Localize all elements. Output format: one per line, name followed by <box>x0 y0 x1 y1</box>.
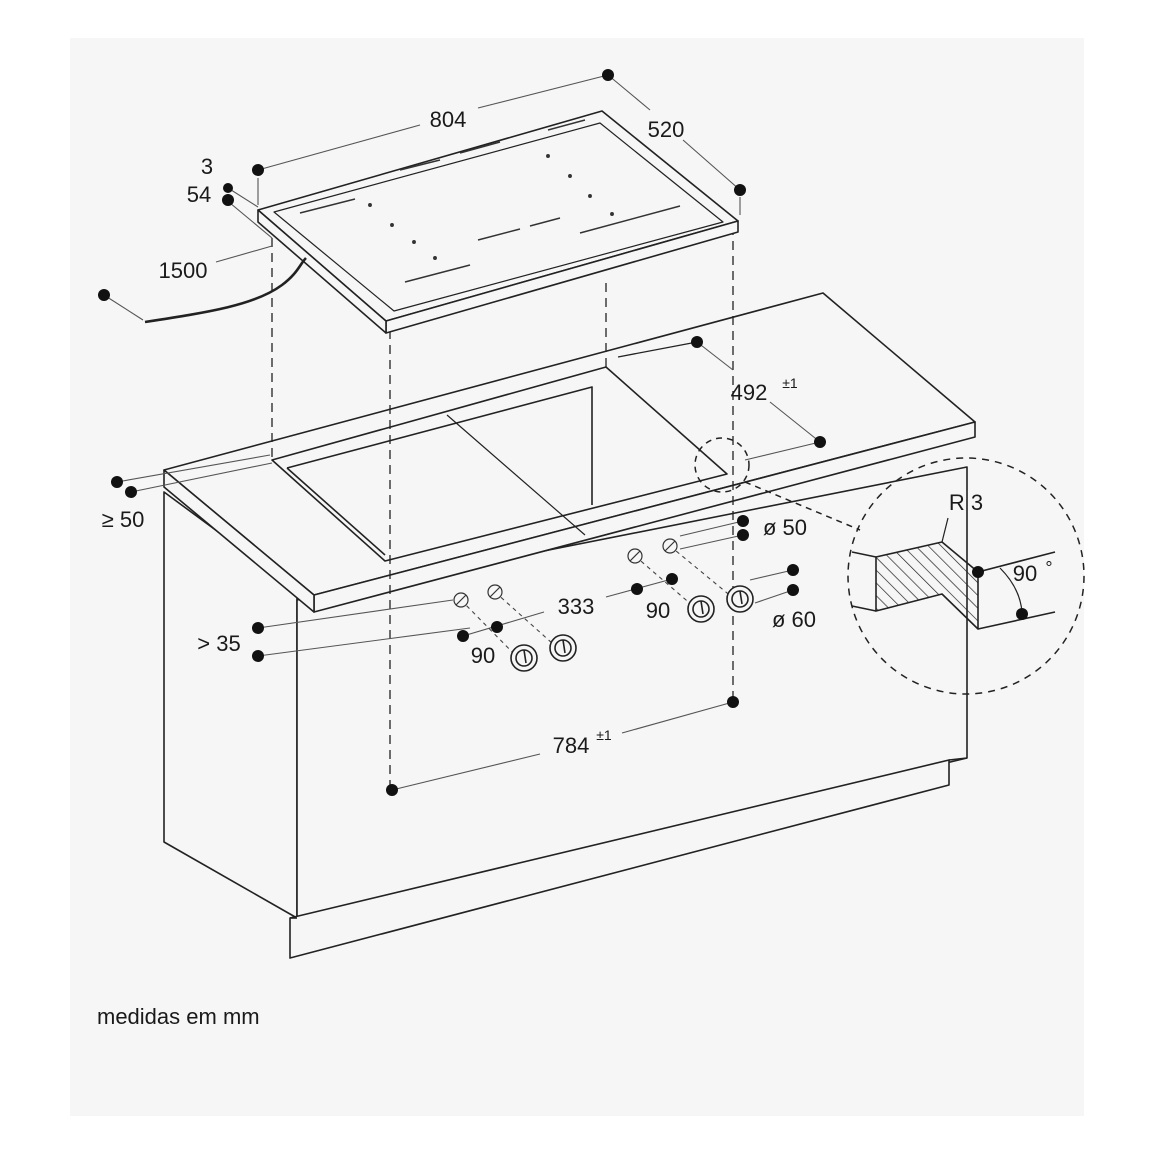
edge-detail-callout <box>694 437 1085 695</box>
cooktop-side-edge <box>257 209 387 334</box>
detail-angle-unit: ° <box>1045 558 1052 578</box>
cutout-depth-label: 492 <box>731 380 768 405</box>
knob-hole-small-label: ø 50 <box>763 515 807 540</box>
dimension-endpoints <box>98 69 826 796</box>
knob-icon <box>549 634 577 662</box>
knob-spacing-left-label: 90 <box>471 643 495 668</box>
knob-icon <box>510 644 538 672</box>
units-caption: medidas em mm <box>97 1004 260 1029</box>
detail-radius-label: R 3 <box>949 490 983 515</box>
hole-icon <box>627 548 643 564</box>
width-label: 804 <box>430 107 467 132</box>
hole-icon <box>453 592 469 608</box>
rear-clearance-label: ≥ 50 <box>102 507 145 532</box>
dimension-lines <box>103 74 821 791</box>
cutout-width-tolerance: ±1 <box>596 727 612 743</box>
knob-spacing-main-label: 333 <box>558 594 595 619</box>
detail-angle-label: 90 <box>1013 561 1037 586</box>
worktop-cutout <box>271 366 728 562</box>
cabinet <box>163 466 968 959</box>
cabinet-plinth <box>289 759 950 959</box>
cutout-width-label: 784 <box>553 733 590 758</box>
knob-holes <box>453 538 678 608</box>
knob-icon <box>726 585 754 613</box>
top-offset-label: 3 <box>201 154 213 179</box>
dimension-labels: 804 520 3 54 1500 492 ±1 ≥ 50 784 ±1 333… <box>102 107 1053 758</box>
cable-length-label: 1500 <box>159 258 208 283</box>
cooktop-zone-markings <box>299 119 681 283</box>
edge-detail-profile <box>851 517 1056 630</box>
countertop-side-edge <box>163 469 315 613</box>
knob-spacing-right-label: 90 <box>646 598 670 623</box>
cooktop <box>257 110 739 334</box>
hole-icon <box>662 538 678 554</box>
power-cable <box>144 257 307 324</box>
depth-label: 520 <box>648 117 685 142</box>
height-label: 54 <box>187 182 211 207</box>
detail-zoom-circle <box>847 457 1085 695</box>
knob-top-clearance-label: > 35 <box>197 631 240 656</box>
detail-source-circle <box>694 437 750 493</box>
hole-icon <box>487 584 503 600</box>
knob-icon <box>687 595 715 623</box>
cutout-depth-tolerance: ±1 <box>782 375 798 391</box>
cutout-depth-value: 492 <box>731 380 768 405</box>
control-knobs <box>510 585 754 672</box>
projection-lines <box>271 226 734 790</box>
knob-hole-large-label: ø 60 <box>772 607 816 632</box>
cooktop-glass-inner <box>273 122 724 312</box>
